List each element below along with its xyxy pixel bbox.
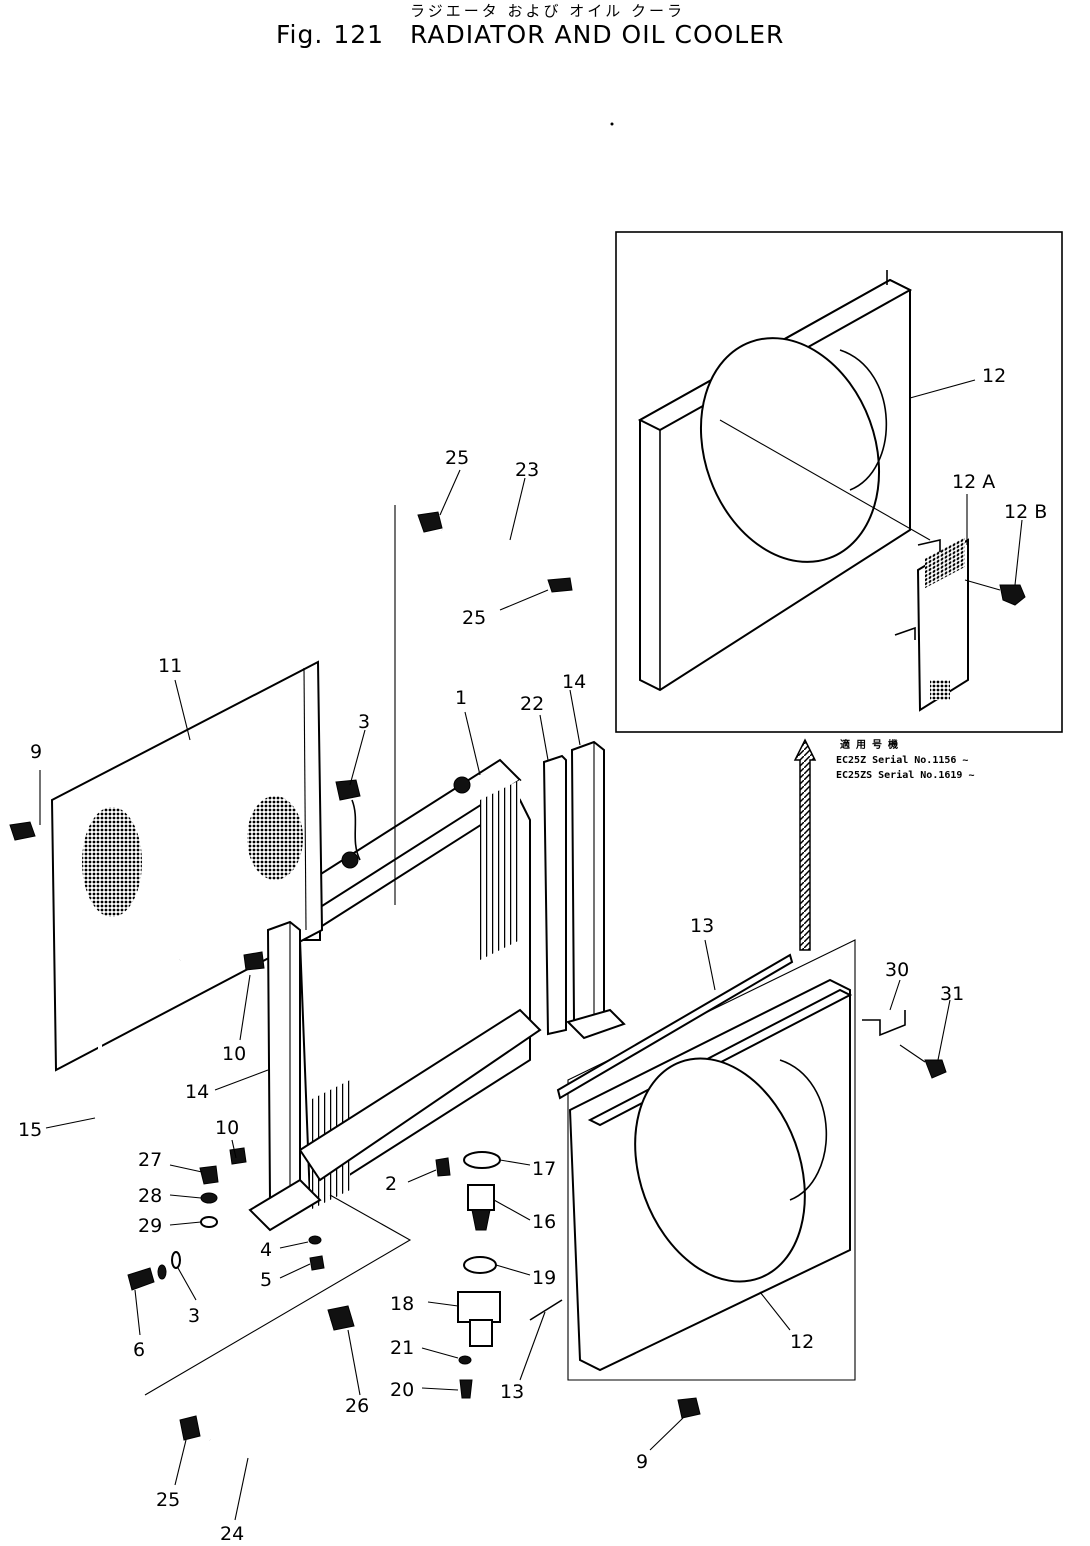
inset-detail-frame	[615, 231, 1063, 733]
callout-10-upper: 10	[222, 1043, 246, 1065]
fig-prefix: Fig.	[276, 20, 324, 49]
callout-11: 11	[158, 655, 182, 677]
bolt-31	[899, 1044, 947, 1079]
callout-12-lower: 12	[790, 1331, 814, 1353]
fan-shroud-inset	[637, 270, 931, 692]
leader-lines	[39, 379, 1023, 1521]
side-support-14-left	[248, 920, 322, 1232]
callout-3-top: 3	[358, 711, 370, 733]
callout-1: 1	[455, 687, 467, 709]
callout-2: 2	[385, 1173, 397, 1195]
stray-dot	[610, 122, 614, 126]
callout-9-lower: 9	[636, 1451, 648, 1473]
callout-26: 26	[345, 1395, 369, 1417]
callout-9-left: 9	[30, 741, 42, 763]
figure-title: Fig. 121 RADIATOR AND OIL COOLER	[276, 20, 784, 49]
callout-25-mid: 25	[462, 607, 486, 629]
seal-strip-13	[529, 953, 794, 1321]
callout-23: 23	[515, 459, 539, 481]
note-heading: 適 用 号 機	[840, 738, 898, 751]
callout-6: 6	[133, 1339, 145, 1361]
callout-22: 22	[520, 693, 544, 715]
fan-shroud-12	[567, 939, 856, 1381]
bracket-30	[862, 1010, 906, 1037]
callout-13-lower: 13	[500, 1381, 524, 1403]
title-text: RADIATOR AND OIL COOLER	[410, 20, 785, 49]
figure-header: ラジエータ および オイル クーラ Fig. 121 RADIATOR AND OI…	[0, 0, 1090, 60]
callout-14-left: 14	[185, 1081, 209, 1103]
callout-16: 16	[532, 1211, 556, 1233]
applicability-arrow	[793, 738, 817, 951]
callout-20: 20	[390, 1379, 414, 1401]
callout-labels: 12 12 A 12 B 25 23 25 11 9 3 1 22 14 13 …	[18, 365, 1047, 1545]
callout-13-top: 13	[690, 915, 714, 937]
fig-number: 121	[333, 20, 385, 49]
callout-25-lower: 25	[156, 1489, 180, 1511]
callout-31: 31	[940, 983, 964, 1005]
callout-15: 15	[18, 1119, 42, 1141]
thermostat-housing	[457, 1151, 501, 1399]
bolt-12B	[964, 579, 1026, 606]
note-line-1: EC25Z Serial No.1156 ~	[836, 754, 968, 766]
callout-17: 17	[532, 1158, 556, 1180]
note-line-2: EC25ZS Serial No.1619 ~	[836, 769, 974, 781]
callout-12A: 12 A	[952, 471, 995, 493]
callout-10-lower: 10	[215, 1117, 239, 1139]
title-japanese: ラジエータ および オイル クーラ	[410, 2, 686, 20]
side-support-14-right	[566, 740, 626, 1040]
callout-28: 28	[138, 1185, 162, 1207]
callout-27: 27	[138, 1149, 162, 1171]
callout-24: 24	[220, 1523, 244, 1545]
applicability-note: 適 用 号 機 EC25Z Serial No.1156 ~ EC25ZS Se…	[836, 738, 974, 781]
seal-22	[542, 754, 567, 1036]
callout-19: 19	[532, 1267, 556, 1289]
callout-18: 18	[390, 1293, 414, 1315]
callout-4: 4	[260, 1239, 272, 1261]
callout-12-inset: 12	[982, 365, 1006, 387]
hose-15	[98, 958, 181, 1240]
callout-14-right: 14	[562, 671, 586, 693]
radiator-cap	[335, 779, 361, 861]
callout-30: 30	[885, 959, 909, 981]
radiator-core	[278, 758, 542, 1210]
fasteners	[9, 821, 701, 1419]
callout-3-lower: 3	[188, 1305, 200, 1327]
callout-5: 5	[260, 1269, 272, 1291]
callout-12B: 12 B	[1004, 501, 1047, 523]
side-panel-11	[50, 660, 324, 1072]
callout-21: 21	[390, 1337, 414, 1359]
callout-25-upper: 25	[445, 447, 469, 469]
bracket-12A	[894, 536, 969, 712]
lower-hose-24	[144, 1194, 412, 1457]
upper-hose-23	[394, 505, 573, 905]
callout-29: 29	[138, 1215, 162, 1237]
